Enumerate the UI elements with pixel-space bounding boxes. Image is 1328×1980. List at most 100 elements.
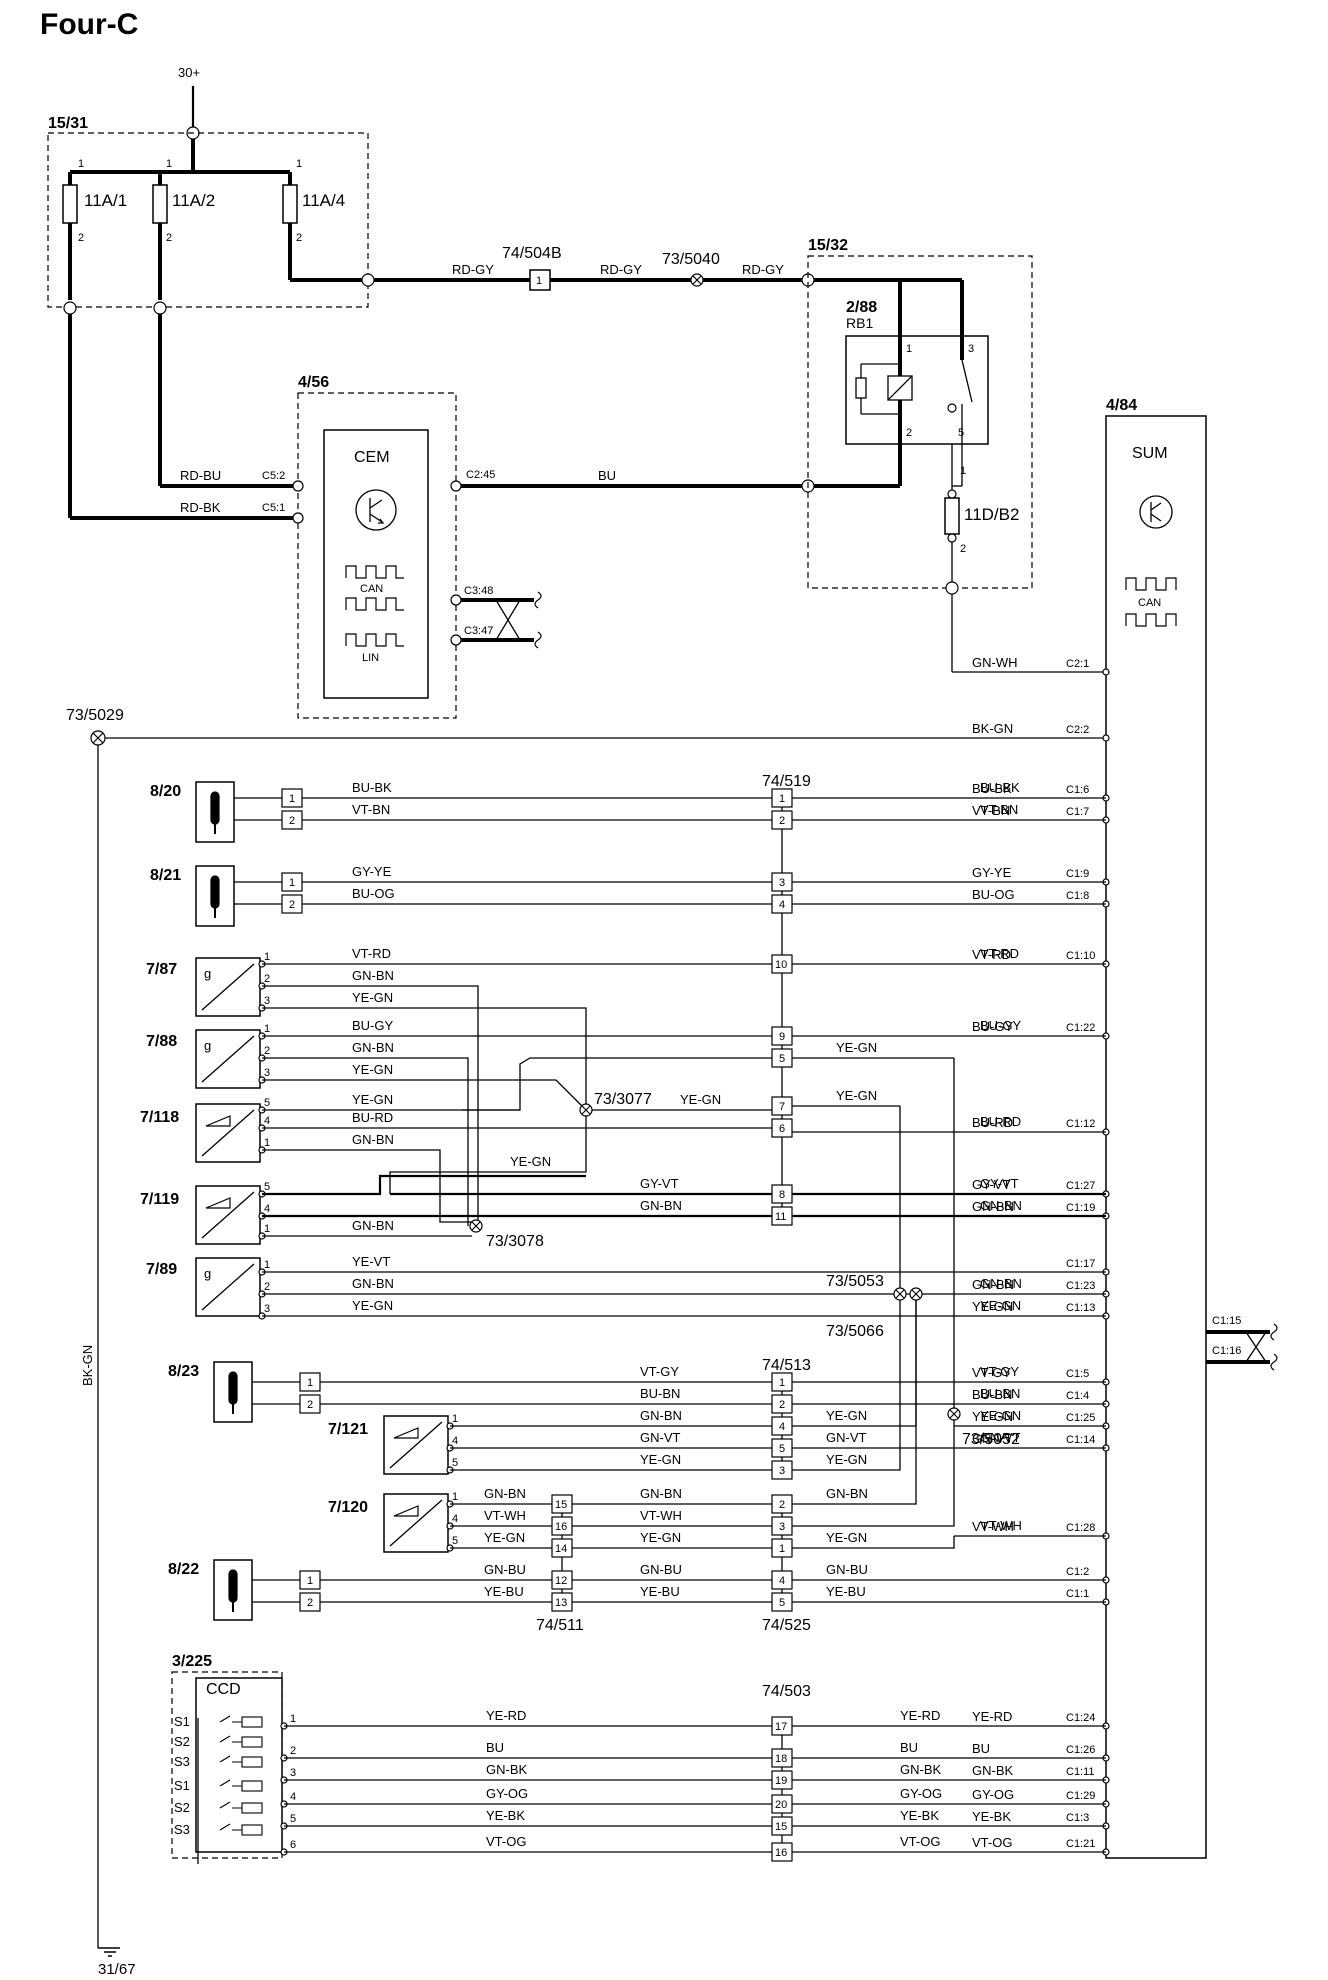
sum-pin-label: C1:23 xyxy=(1066,1280,1095,1292)
pin-label: C2:45 xyxy=(466,469,495,481)
connector-id: 74/513 xyxy=(762,1357,811,1374)
label: VT-BN xyxy=(980,802,1018,817)
wire xyxy=(262,1007,587,1110)
label: GN-BN xyxy=(352,1218,394,1233)
label: BU-OG xyxy=(352,886,395,901)
sum-pin-label: C1:4 xyxy=(1066,1390,1089,1402)
pin-label: C5:1 xyxy=(262,502,285,514)
relay-diode xyxy=(855,377,867,399)
pin-number: 10 xyxy=(775,959,787,971)
pin-label: 5 xyxy=(958,427,964,439)
sum-pin-label: C1:9 xyxy=(1066,868,1089,880)
wire-color-label: GY-VT xyxy=(972,1177,1011,1192)
wire-color-label: GN-VT xyxy=(972,1431,1013,1446)
label: GN-BU xyxy=(826,1562,868,1577)
connector-pin xyxy=(771,1372,793,1392)
label: YE-GN xyxy=(826,1408,867,1423)
resistor-icon xyxy=(241,1716,263,1728)
label: GN-VT xyxy=(980,1430,1021,1445)
label: GN-BN xyxy=(352,1132,394,1147)
pin-number: 4 xyxy=(779,1421,785,1433)
label: BU-BN xyxy=(640,1386,680,1401)
wire-color-label: BU-OG xyxy=(972,887,1015,902)
label: YE-GN xyxy=(826,1452,867,1467)
wire-color-label: BK-GN xyxy=(80,1345,95,1386)
pin-label: 1 xyxy=(296,158,302,170)
can-label: CAN xyxy=(1138,597,1161,609)
wire xyxy=(792,1536,955,1549)
pin-number: 5 xyxy=(779,1597,785,1609)
sum-pin-label: C1:8 xyxy=(1066,890,1089,902)
connector-74-504b xyxy=(529,269,551,291)
label: GY-VT xyxy=(980,1176,1019,1191)
label: VT-OG xyxy=(900,1834,940,1849)
fusebox-id: 15/31 xyxy=(48,115,88,132)
label: YE-GN xyxy=(680,1092,721,1107)
label: BU-BK xyxy=(352,780,392,795)
pin-number: 18 xyxy=(775,1753,787,1765)
label: BU xyxy=(486,1740,504,1755)
can-wave-icon xyxy=(345,565,404,579)
pin-number: 13 xyxy=(555,1597,567,1609)
connector-pin xyxy=(771,1394,793,1414)
pin-number: 16 xyxy=(555,1521,567,1533)
ramp-icon xyxy=(205,1197,231,1209)
connector-pin xyxy=(771,1748,793,1768)
label: BU-BN xyxy=(980,1386,1020,1401)
sensor-diagonal xyxy=(389,1421,443,1469)
pin-number: 17 xyxy=(775,1721,787,1733)
pin-number: 19 xyxy=(775,1775,787,1787)
wire-color-label: GN-BN xyxy=(972,1199,1014,1214)
sensor-icon xyxy=(210,791,220,825)
pin-label: 1 xyxy=(906,343,912,355)
label: BU-GY xyxy=(352,1018,394,1033)
label: YE-RD xyxy=(486,1708,526,1723)
pin-number: 3 xyxy=(779,1521,785,1533)
pin-number: 3 xyxy=(290,1767,296,1779)
relay-box-15-32: 15/32 2/88 RB1 1 3 2 5 1 2 11D/B2 xyxy=(807,237,1033,589)
pin-number: 3 xyxy=(264,1067,270,1079)
label: VT-WH xyxy=(640,1508,682,1523)
wire-color-label: BU-BK xyxy=(972,781,1012,796)
ramp-icon xyxy=(393,1427,419,1439)
relay-rb1 xyxy=(845,335,989,445)
cem-pin-c347 xyxy=(450,634,462,646)
pin-label: C5:2 xyxy=(262,470,285,482)
sensor-diagonal xyxy=(201,963,255,1011)
wire-color-label: RD-GY xyxy=(742,262,784,277)
transistor-icon xyxy=(355,489,397,531)
pin-number: 3 xyxy=(779,1465,785,1477)
pin-label: 2 xyxy=(906,427,912,439)
component-id: 8/23 xyxy=(168,1363,199,1380)
label: GN-VT xyxy=(826,1430,867,1445)
sum-pin-label: C1:19 xyxy=(1066,1202,1095,1214)
transistor-icon xyxy=(1139,495,1173,529)
pin-label: 2 xyxy=(166,232,172,244)
sum-pin-label: C1:11 xyxy=(1066,1766,1095,1778)
pin-label: 1 xyxy=(536,275,542,287)
sum-pin-label: C1:22 xyxy=(1066,1022,1095,1034)
wire-color-label: GY-YE xyxy=(972,865,1012,880)
cem-pin-c52 xyxy=(292,480,304,492)
fusebox-right-node xyxy=(361,273,375,287)
sum-pin-label: C1:21 xyxy=(1066,1838,1095,1850)
component-id: 7/88 xyxy=(146,1033,177,1050)
pin-number: 4 xyxy=(779,899,785,911)
relay-name: RB1 xyxy=(846,315,873,331)
sum-pin-label: C1:25 xyxy=(1066,1412,1095,1424)
pin-number: 12 xyxy=(555,1575,567,1587)
component-id: 7/118 xyxy=(140,1109,179,1126)
wire-color-label: VT-BN xyxy=(972,803,1010,818)
label: GN-BN xyxy=(640,1198,682,1213)
sensor-type: g xyxy=(204,1038,211,1053)
splice-mark xyxy=(471,1221,481,1231)
switch-icon xyxy=(219,1823,242,1831)
component-id: 7/120 xyxy=(328,1499,368,1516)
pin-number: 3 xyxy=(264,995,270,1007)
connector-pin xyxy=(771,1816,793,1836)
cem-module: 4/56 CEM CAN LIN xyxy=(297,374,457,719)
label: YE-GN xyxy=(352,990,393,1005)
label: GN-BN xyxy=(352,968,394,983)
pin-number: 4 xyxy=(452,1513,458,1525)
transistor-glyph xyxy=(369,498,385,524)
